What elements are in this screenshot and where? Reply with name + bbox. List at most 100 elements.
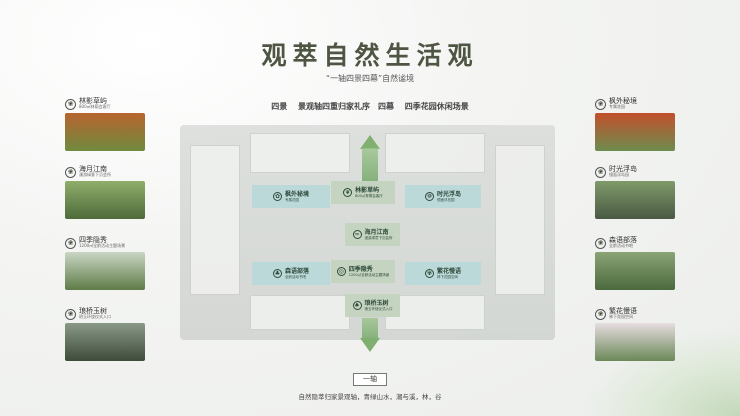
building-block <box>190 145 240 295</box>
card-title: 时光浮岛 <box>609 165 637 174</box>
map-box-text: 繁花慢语林下花园空间 <box>437 268 461 279</box>
card-header: ❀森语部落全龄活动书吧 <box>595 236 675 250</box>
scene-icon: ♠ <box>352 301 362 310</box>
card-desc: 琅玉环绕仪式入口 <box>79 314 111 320</box>
maple-icon: ❀ <box>595 98 606 110</box>
map-box-text: 时光浮岛镜面浮岛园 <box>437 191 461 202</box>
card-text: 海月江南漫游绿意下沉会所 <box>79 166 111 177</box>
flower-icon: ❀ <box>595 166 606 178</box>
axis-line-bottom <box>362 318 378 340</box>
card-text: 繁花慢语林下花园空间 <box>609 308 637 319</box>
map-box-title: 繁花慢语 <box>436 267 461 275</box>
building-block <box>250 295 350 330</box>
map-box-3: ≈海月江南漫游绿意下沉会所 <box>345 223 400 246</box>
right-scene-card: ❀枫外秘境专属花园 <box>595 97 675 151</box>
card-title: 枫外秘境 <box>609 97 637 106</box>
map-box-text: 海月江南漫游绿意下沉会所 <box>365 229 393 240</box>
building-block <box>385 133 485 173</box>
card-header: ❀时光浮岛镜面浮岛园 <box>595 165 675 179</box>
map-box-7: ♠琅桥玉树琅玉环绕仪式入口 <box>345 294 400 317</box>
building-block <box>495 145 545 295</box>
card-title: 林影草屿 <box>79 97 107 106</box>
card-text: 森语部落全龄活动书吧 <box>609 237 637 248</box>
subtitle: “一轴四景四幕”自然谧境 <box>325 74 415 83</box>
map-box-0: ✿枫外秘境专属花园 <box>252 185 330 208</box>
map-box-desc: 琅玉环绕仪式入口 <box>364 307 393 311</box>
card-title: 森语部落 <box>609 236 637 245</box>
map-box-desc: 1200㎡全龄活动主题场景 <box>348 273 390 277</box>
arrow-down-icon <box>360 338 380 352</box>
card-header: ❀繁花慢语林下花园空间 <box>595 307 675 321</box>
map-box-6: ✾繁花慢语林下花园空间 <box>405 262 481 285</box>
scene-photo <box>65 252 145 290</box>
scene-photo <box>65 181 145 219</box>
map-box-4: ♣森语部落全龄活动书吧 <box>252 262 330 285</box>
scene-photo <box>595 113 675 151</box>
tree-icon: ❀ <box>65 308 76 320</box>
scene-photo <box>65 113 145 151</box>
map-box-desc: 镜面浮岛园 <box>436 198 455 202</box>
map-box-2: ❁时光浮岛镜面浮岛园 <box>405 185 481 208</box>
map-box-title: 琅桥玉树 <box>364 299 389 307</box>
card-header: ❀海月江南漫游绿意下沉会所 <box>65 165 145 179</box>
scene-photo <box>595 252 675 290</box>
scene-icon: ❦ <box>343 188 353 197</box>
map-box-desc: 漫游绿意下沉会所 <box>364 236 393 240</box>
left-scene-card: ❀琅桥玉树琅玉环绕仪式入口 <box>65 307 145 361</box>
sun-icon: ❀ <box>65 237 76 249</box>
map-box-text: 琅桥玉树琅玉环绕仪式入口 <box>365 300 393 311</box>
card-text: 时光浮岛镜面浮岛园 <box>609 166 637 177</box>
building-block <box>385 295 485 330</box>
site-plan-map <box>180 125 555 340</box>
card-text: 枫外秘境专属花园 <box>609 98 637 109</box>
scene-icon: ♣ <box>272 269 282 278</box>
right-scene-card: ❀森语部落全龄活动书吧 <box>595 236 675 290</box>
card-desc: 800㎡林荫会客厅 <box>79 104 111 110</box>
scene-icon: ✾ <box>424 269 434 278</box>
axis-line-top <box>362 148 378 182</box>
leaf-icon: ❀ <box>65 98 76 110</box>
card-desc: 镜面浮岛园 <box>609 172 629 178</box>
map-box-text: 枫外秘境专属花园 <box>285 191 309 202</box>
wave-icon: ❀ <box>65 166 76 178</box>
map-box-title: 四季隐秀 <box>348 265 373 273</box>
map-box-desc: 800㎡林荫会客厅 <box>355 194 383 198</box>
building-block <box>250 133 350 173</box>
card-title: 海月江南 <box>79 165 107 174</box>
card-desc: 漫游绿意下沉会所 <box>79 172 111 178</box>
card-text: 琅桥玉树琅玉环绕仪式入口 <box>79 308 111 319</box>
scene-photo <box>595 181 675 219</box>
scene-icon: ≈ <box>352 230 362 239</box>
page-title: 观萃自然生活观 <box>261 41 479 70</box>
left-scene-card: ❀海月江南漫游绿意下沉会所 <box>65 165 145 219</box>
tagline: 四景 景观轴四重归家礼序 四幕 四季花园休闲场景 <box>271 102 469 111</box>
map-box-desc: 全龄活动书吧 <box>284 275 306 279</box>
axis-label: 一轴 <box>353 373 387 386</box>
card-title: 四季隐秀 <box>79 236 107 245</box>
axis-description: 自然隐萃归家景观轴，青绿山水，潮与溪，林，谷 <box>298 393 442 401</box>
map-box-title: 森语部落 <box>284 267 309 275</box>
scene-photo <box>595 323 675 361</box>
map-box-title: 海月江南 <box>364 228 389 236</box>
card-desc: 林下花园空间 <box>609 314 633 320</box>
card-desc: 全龄活动书吧 <box>609 243 633 249</box>
map-box-title: 枫外秘境 <box>284 190 309 198</box>
card-title: 琅桥玉树 <box>79 307 107 316</box>
blossom-icon: ❀ <box>595 308 606 320</box>
card-header: ❀枫外秘境专属花园 <box>595 97 675 111</box>
forest-icon: ❀ <box>595 237 606 249</box>
card-desc: 专属花园 <box>609 104 625 110</box>
arrow-up-icon <box>360 135 380 149</box>
scene-photo <box>65 323 145 361</box>
card-title: 繁花慢语 <box>609 307 637 316</box>
